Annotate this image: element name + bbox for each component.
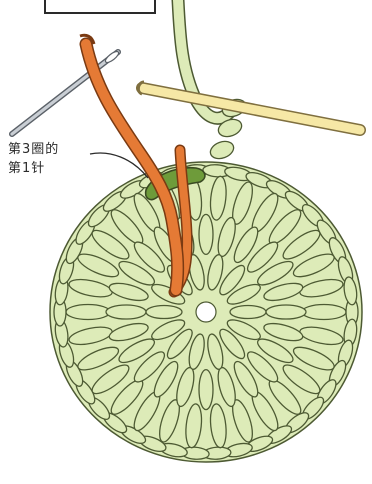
round-2-stitch bbox=[199, 214, 213, 254]
round-2-stitch bbox=[106, 305, 146, 319]
round-3-stitch bbox=[302, 305, 346, 320]
round-2-stitch bbox=[266, 305, 306, 319]
crochet-circle bbox=[50, 96, 362, 462]
round-1-stitch bbox=[230, 306, 266, 319]
chain-stitch bbox=[208, 138, 236, 161]
round-1-stitch bbox=[146, 306, 182, 319]
stitch-callout-label: 第3圈的 第1针 bbox=[8, 140, 59, 178]
round-2-stitch bbox=[199, 370, 213, 410]
center-ring bbox=[196, 302, 216, 322]
crochet-hook-icon bbox=[138, 82, 360, 130]
callout-line-1: 第3圈的 bbox=[8, 140, 59, 159]
callout-line-2: 第1针 bbox=[8, 159, 59, 178]
round-3-stitch bbox=[66, 305, 110, 320]
top-frame-box bbox=[44, 0, 156, 14]
